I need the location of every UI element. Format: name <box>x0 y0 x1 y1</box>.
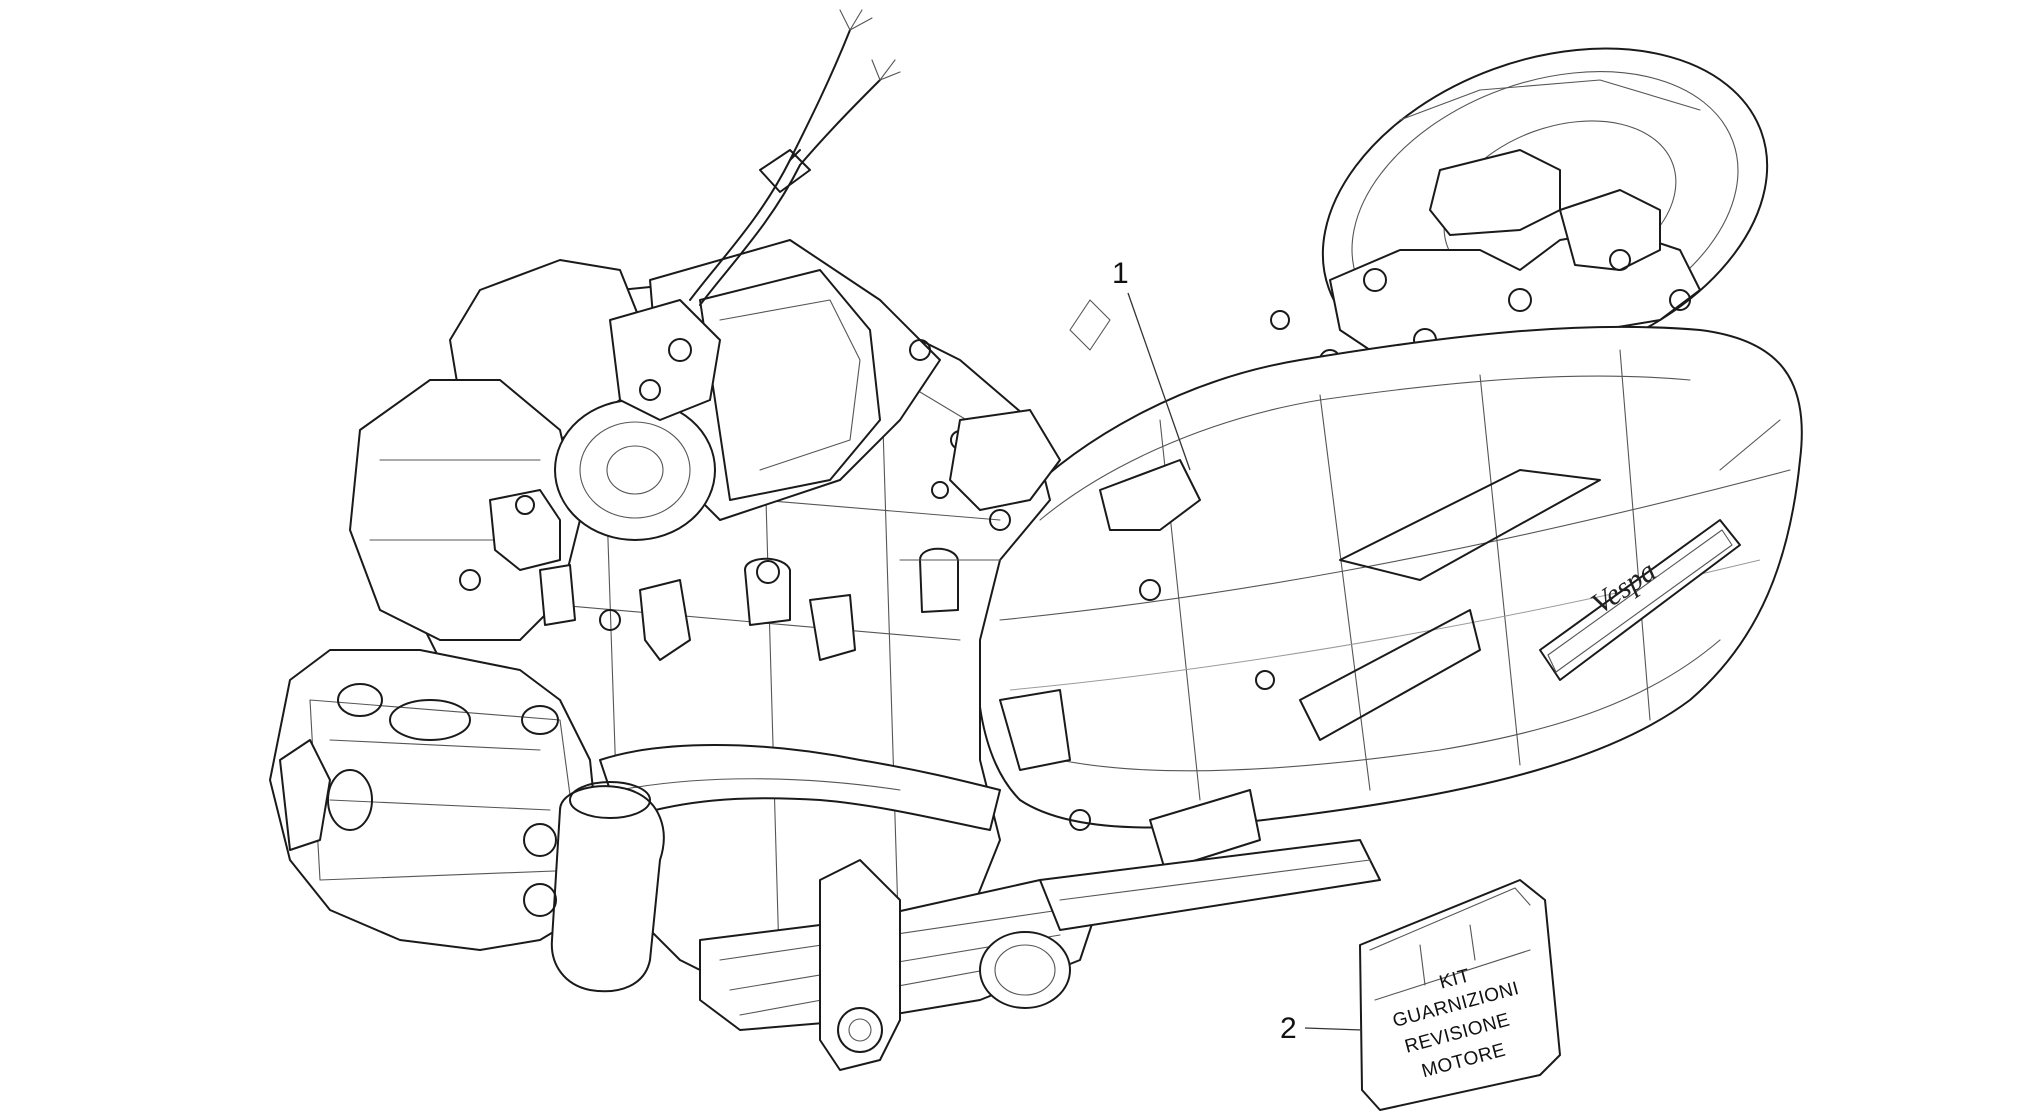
kit-bag-label: KIT GUARNIZIONI REVISIONE MOTORE <box>1390 965 1521 1082</box>
callout-1-label: 1 <box>1112 257 1129 290</box>
left-crankcase <box>349 259 641 641</box>
gasket-kit-bag[interactable]: KIT GUARNIZIONI REVISIONE MOTORE <box>1359 879 1561 1111</box>
axle-sleeve <box>979 839 1381 1009</box>
callout-2[interactable]: 2 <box>1280 1012 1363 1045</box>
cylinder-head-cover <box>269 649 601 951</box>
inspection-window <box>1069 670 1275 871</box>
frame-struts <box>899 409 1201 771</box>
callout-2-label: 2 <box>1280 1012 1297 1045</box>
callout-1[interactable]: 1 <box>1112 257 1191 471</box>
oil-filter <box>523 781 665 993</box>
sensors <box>459 489 959 661</box>
throttle-body <box>649 239 970 521</box>
intake-housing <box>554 299 721 541</box>
wiring-harness <box>689 9 901 306</box>
transmission-cover <box>975 325 1803 829</box>
exhaust-pipe <box>599 744 1001 831</box>
shock-mount <box>819 859 901 1071</box>
callout-2-leader <box>1304 1027 1363 1031</box>
engine-assembly[interactable]: Vespa <box>269 0 1812 1071</box>
callout-1-leader <box>1127 292 1191 471</box>
